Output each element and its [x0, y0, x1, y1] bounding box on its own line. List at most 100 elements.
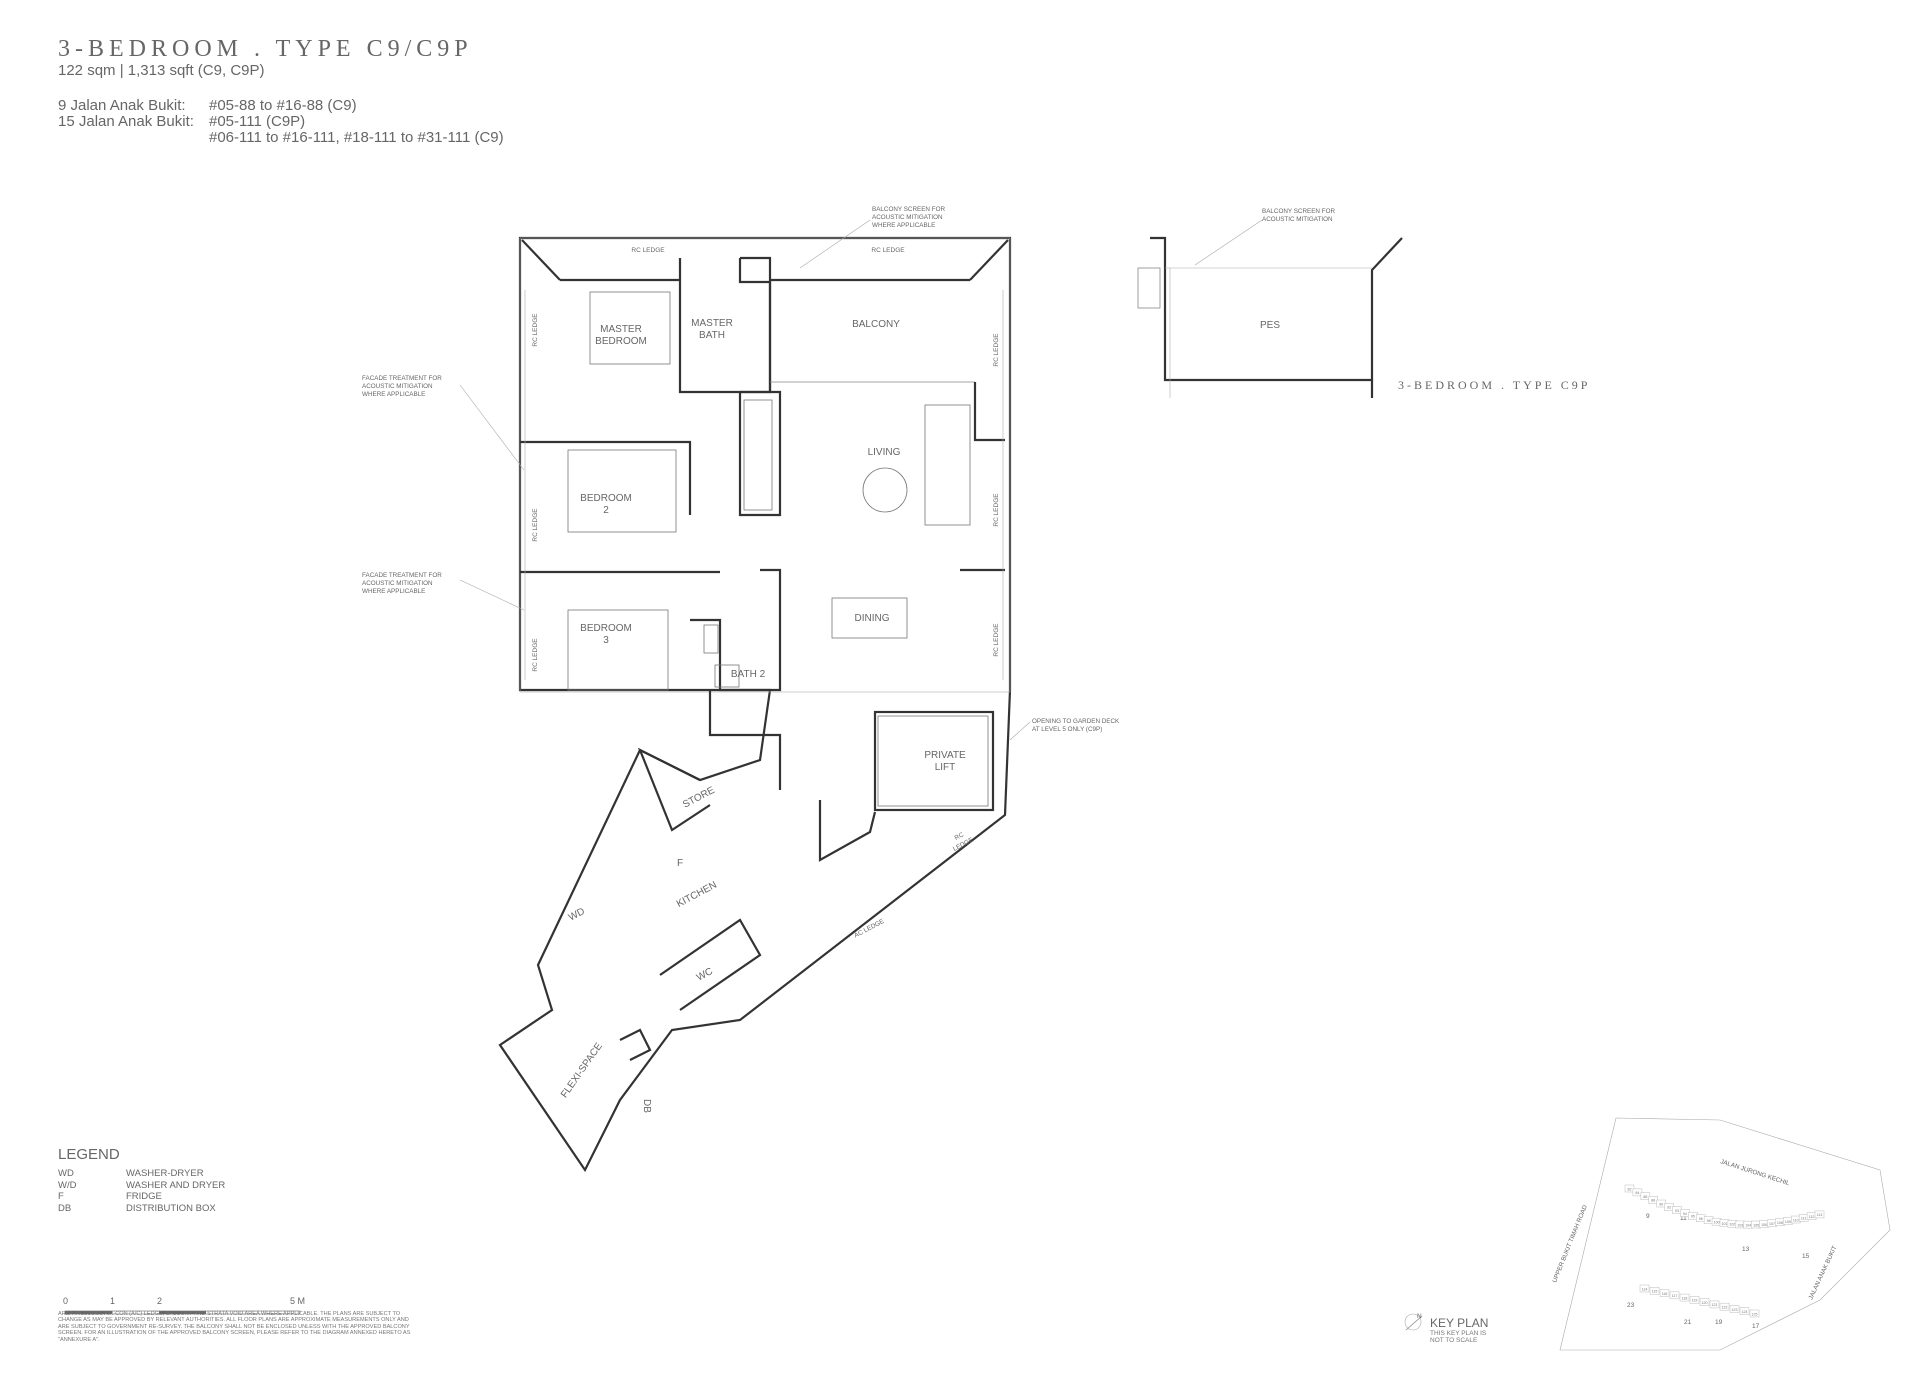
label-master-bath-2: BATH	[699, 330, 725, 341]
label-bedroom2-2: 2	[603, 505, 609, 516]
label-rc-ledge-right-2: RC LEDGE	[993, 493, 1000, 527]
key-block-15: 15	[1802, 1253, 1810, 1260]
key-unit-label: 113	[1817, 1213, 1823, 1217]
unit-row-value: #06-111 to #16-111, #18-111 to #31-111 (…	[209, 129, 504, 146]
unit-row-label: 15 Jalan Anak Bukit:	[58, 113, 194, 130]
note-facade-1c: WHERE APPLICABLE	[362, 391, 425, 398]
note-balcony-screen-3: WHERE APPLICABLE	[872, 222, 935, 229]
key-unit-label: 116	[1662, 1292, 1668, 1296]
scale-tick-1: 1	[110, 1296, 115, 1306]
key-unit-label: 115	[1652, 1290, 1658, 1294]
unit-outline	[498, 236, 1012, 1173]
scale-tick-2: 2	[157, 1296, 162, 1306]
key-plan-note-line: NOT TO SCALE	[1430, 1337, 1478, 1344]
legend-abbr: W/D	[58, 1179, 77, 1191]
key-plan-note-line: THIS KEY PLAN IS	[1430, 1330, 1487, 1337]
label-wc: WC	[695, 966, 715, 984]
unit-row: 9 Jalan Anak Bukit: #05-88 to #16-88 (C9…	[58, 98, 504, 114]
key-unit-box	[1729, 1305, 1740, 1313]
key-unit-label: 98	[1707, 1219, 1711, 1223]
dining-table	[831, 597, 908, 639]
leader-line	[459, 579, 525, 611]
key-unit-label: 101	[1722, 1222, 1728, 1226]
unit-size: 122 sqm | 1,313 sqft (C9, C9P)	[58, 62, 265, 79]
legend-item: W/D WASHER AND DRYER	[58, 1180, 225, 1192]
key-unit-label: 120	[1702, 1301, 1708, 1305]
legend-item: F FRIDGE	[58, 1191, 225, 1203]
bath2-wall	[708, 690, 782, 790]
key-unit-box	[1659, 1289, 1670, 1297]
label-fridge: F	[677, 858, 683, 869]
key-unit-box	[1749, 1309, 1760, 1318]
label-rc-ledge-left-1: RC LEDGE	[532, 313, 539, 347]
note-garden-deck-1: OPENING TO GARDEN DECK	[1032, 718, 1120, 725]
label-kitchen: KITCHEN	[675, 880, 719, 910]
key-unit-label: 102	[1729, 1223, 1735, 1227]
unit-row-label: 9 Jalan Anak Bukit:	[58, 97, 186, 114]
note-balcony-screen-2: ACOUSTIC MITIGATION	[872, 214, 943, 221]
key-unit-label: 117	[1672, 1294, 1678, 1298]
key-road-2: UPPER BUKIT TIMAH ROAD	[1551, 1204, 1589, 1284]
flexi-wall	[619, 1028, 652, 1061]
key-unit-label: 114	[1642, 1287, 1648, 1291]
key-unit-label: 110	[1793, 1218, 1799, 1222]
leader-line	[1009, 721, 1031, 741]
label-rc-ledge-right-3: RC LEDGE	[993, 623, 1000, 657]
c9p-variant-label: 3-BEDROOM . TYPE C9P	[1398, 378, 1591, 392]
key-unit-label: 84	[1635, 1191, 1639, 1195]
legend-desc: WASHER AND DRYER	[126, 1179, 226, 1191]
legend-abbr: WD	[58, 1168, 74, 1179]
label-private-lift-2: LIFT	[935, 762, 956, 773]
leader-line	[459, 384, 525, 471]
label-balcony: BALCONY	[852, 319, 900, 330]
bedroom2-bed	[567, 449, 677, 533]
unit-row-value: #05-111 (C9P)	[209, 113, 306, 130]
leader-line	[799, 219, 871, 269]
key-unit-box	[1679, 1293, 1690, 1302]
disclaimer: Area includes Air-con (A/C) ledge, balco…	[58, 1311, 411, 1343]
label-master-bedroom-2: BEDROOM	[595, 336, 647, 347]
label-store: STORE	[681, 785, 717, 811]
living-pier	[973, 382, 1005, 442]
key-block-17: 17	[1752, 1323, 1760, 1330]
legend-desc: DISTRIBUTION BOX	[126, 1202, 216, 1214]
key-unit-box	[1669, 1291, 1680, 1300]
key-unit-box	[1709, 1300, 1720, 1309]
wc-wall	[659, 918, 762, 1011]
key-block-21: 21	[1684, 1319, 1692, 1326]
legend-desc: FRIDGE	[126, 1191, 162, 1202]
key-unit-label: 94	[1683, 1212, 1687, 1216]
scale-tick-5m: 5 M	[290, 1296, 305, 1306]
bedroom3-wall	[690, 568, 782, 692]
legend-abbr: F	[58, 1191, 64, 1202]
lift-car	[877, 715, 989, 807]
label-flexi-space: FLEXI-SPACE	[559, 1041, 605, 1100]
key-unit-box	[1689, 1296, 1700, 1304]
private-lift-shaft	[873, 710, 995, 812]
label-master-bedroom-1: MASTER	[600, 324, 642, 335]
corner-wall	[969, 239, 1009, 281]
unit-row: 15 Jalan Anak Bukit: #05-111 (C9P)	[58, 114, 504, 130]
note-facade-2c: WHERE APPLICABLE	[362, 588, 425, 595]
pes-bevel	[1370, 237, 1403, 380]
basin	[703, 624, 719, 654]
key-unit-box	[1624, 1184, 1635, 1193]
key-block-13: 13	[1742, 1246, 1750, 1253]
bedroom3-bed	[567, 609, 669, 691]
key-unit-label: 122	[1722, 1305, 1728, 1309]
key-unit-label: 90	[1659, 1202, 1663, 1206]
key-unit-label: 104	[1745, 1223, 1751, 1227]
store-wall	[637, 747, 711, 832]
label-bedroom3-1: BEDROOM	[580, 623, 632, 634]
wardrobe	[743, 399, 773, 511]
key-block-23: 23	[1627, 1302, 1635, 1309]
unit-list: 9 Jalan Anak Bukit: #05-88 to #16-88 (C9…	[58, 98, 504, 146]
key-unit-label: 107	[1769, 1222, 1775, 1226]
key-unit-label: 106	[1761, 1223, 1767, 1227]
key-unit-label: 100	[1714, 1221, 1720, 1225]
key-road-3: JALAN ANAK BUKIT	[1807, 1245, 1838, 1301]
key-unit-label: 123	[1732, 1308, 1738, 1312]
